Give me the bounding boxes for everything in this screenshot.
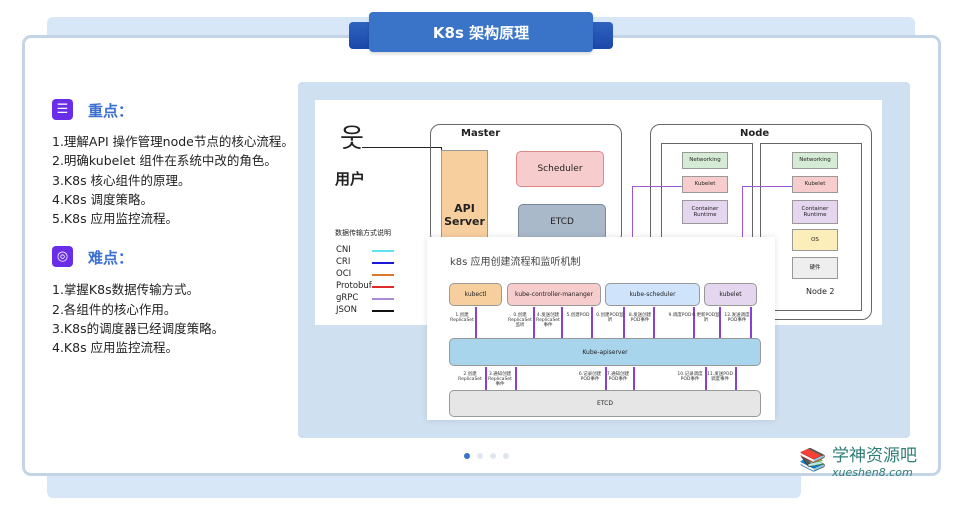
difficulty: 2.各组件的核心作用。 xyxy=(52,302,177,317)
legend-label: OCI xyxy=(336,269,352,279)
legend-label: gRPC xyxy=(336,293,359,303)
carousel-dot[interactable] xyxy=(503,453,509,459)
difficulty: 3.K8s的调度器已经调度策略。 xyxy=(52,321,225,336)
scheduler-box: Scheduler xyxy=(516,151,604,187)
flow-arrow-icon xyxy=(750,307,752,338)
difficulty: 1.掌握K8s数据传输方式。 xyxy=(52,282,200,297)
flow-arrow-icon xyxy=(653,307,655,338)
container-runtime-box: Container Runtime xyxy=(792,200,838,224)
kubectl-box: kubectl xyxy=(449,283,502,306)
difficulties-heading: 难点： xyxy=(88,249,134,267)
legend-label: JSON xyxy=(336,305,357,315)
flow-arrow-icon xyxy=(623,307,625,338)
flow-arrow-icon xyxy=(591,307,593,338)
carousel-dot[interactable] xyxy=(490,453,496,459)
kubelet-box: Kubelet xyxy=(682,176,728,193)
flow-step-label: 10.记录调度POD事件 xyxy=(677,372,703,383)
target-icon: ◎ xyxy=(52,246,73,267)
key-point: 5.K8s 应用监控流程。 xyxy=(52,211,179,226)
networking-box: Networking xyxy=(682,152,728,169)
user-label: 用户 xyxy=(335,170,366,188)
flow-arrow-icon xyxy=(485,367,487,390)
apiserver-bar: Kube-apiserver xyxy=(449,338,761,366)
legend-label: CNI xyxy=(336,245,351,255)
flow-step-label: 7.通知创建POD事件 xyxy=(606,372,630,383)
flow-arrow-icon xyxy=(515,367,517,390)
list-icon: ☰ xyxy=(52,99,73,120)
flow-step-label: 0.创建POD监听 xyxy=(596,313,624,324)
scheduler-box: kube-scheduler xyxy=(605,283,700,306)
key-points-heading: 重点： xyxy=(88,102,134,120)
key-point: 4.K8s 调度策略。 xyxy=(52,192,154,207)
container-runtime-box: Container Runtime xyxy=(682,200,728,224)
flow-step-label: 6.记录创建POD事件 xyxy=(578,372,602,383)
legend-label: CRI xyxy=(336,257,351,267)
flow-arrow-icon xyxy=(633,367,635,390)
flow-arrow-icon xyxy=(475,307,477,338)
flow-arrow-icon xyxy=(561,307,563,338)
flow-step-label: 5.创建POD xyxy=(566,313,590,318)
oci-arrow-icon xyxy=(372,274,394,276)
cni-arrow-icon xyxy=(372,250,394,252)
flow-step-label: 12.发送调度POD事件 xyxy=(724,313,750,324)
flow-arrow-icon xyxy=(719,307,721,338)
key-point: 1.理解API 操作管理node节点的核心流程。 xyxy=(52,134,294,149)
grpc-arrow-icon xyxy=(372,298,394,300)
watermark-url: xueshen8.com xyxy=(832,466,913,479)
flow-step-label: 0.创建ReplicaSet监听 xyxy=(508,313,532,329)
legend-title: 数据传输方式说明 xyxy=(335,229,391,237)
flow-step-label: 0.更新POD监听 xyxy=(692,313,720,324)
flow-step-label: 4.发送创建ReplicaSet事件 xyxy=(536,313,560,329)
flow-arrow-icon xyxy=(735,367,737,390)
networking-box: Networking xyxy=(792,152,838,169)
flow-step-label: 2.创建ReplicaSet xyxy=(458,372,482,383)
flow-arrow-icon xyxy=(693,307,695,338)
legend-label: Protobuf xyxy=(336,281,372,291)
page-title: K8s 架构原理 xyxy=(369,12,593,52)
tab-ear-right xyxy=(589,22,613,49)
flow-step-label: 9.调度POD xyxy=(668,313,692,318)
api-server-box: API Server xyxy=(441,150,488,240)
flow-arrow-icon xyxy=(705,367,707,390)
flow-title: k8s 应用创建流程和监听机制 xyxy=(450,257,581,268)
difficulty: 4.K8s 应用监控流程。 xyxy=(52,340,179,355)
protobuf-arrow-icon xyxy=(372,286,394,288)
user-figure-icon: 웃 xyxy=(340,124,364,154)
master-label: Master xyxy=(461,128,501,139)
node2-label: Node 2 xyxy=(806,287,835,296)
flow-step-label: 3.通知创建ReplicaSet事件 xyxy=(488,372,512,388)
etcd-bar: ETCD xyxy=(449,390,761,417)
hardware-box: 硬件 xyxy=(792,257,838,279)
node2-box xyxy=(760,143,862,311)
flow-step-label: 8.发送创建POD事件 xyxy=(628,313,652,324)
key-point: 3.K8s 核心组件的原理。 xyxy=(52,173,191,188)
grpc-arrow xyxy=(742,186,792,246)
kubelet-box: kubelet xyxy=(704,283,757,306)
key-point: 2.明确kubelet 组件在系统中改的角色。 xyxy=(52,153,277,168)
flow-arrow-icon xyxy=(605,367,607,390)
flow-step-label: 11.发送POD调度事件 xyxy=(707,372,733,383)
carousel-dot-active[interactable] xyxy=(464,453,470,459)
kubelet-box: Kubelet xyxy=(792,176,838,193)
flow-arrow-icon xyxy=(533,307,535,338)
os-box: OS xyxy=(792,229,838,251)
etcd-box: ETCD xyxy=(518,204,606,240)
node-label: Node xyxy=(740,128,770,139)
books-logo-icon: 📚 xyxy=(799,448,827,473)
grpc-arrow xyxy=(632,186,682,246)
watermark-name: 学神资源吧 xyxy=(832,446,917,466)
controller-manager-box: kube-controller-mananger xyxy=(507,283,601,306)
cri-arrow-icon xyxy=(372,262,394,264)
flow-step-label: 1.创建ReplicaSet xyxy=(450,313,474,324)
carousel-dot[interactable] xyxy=(477,453,483,459)
json-arrow-icon xyxy=(372,310,394,312)
